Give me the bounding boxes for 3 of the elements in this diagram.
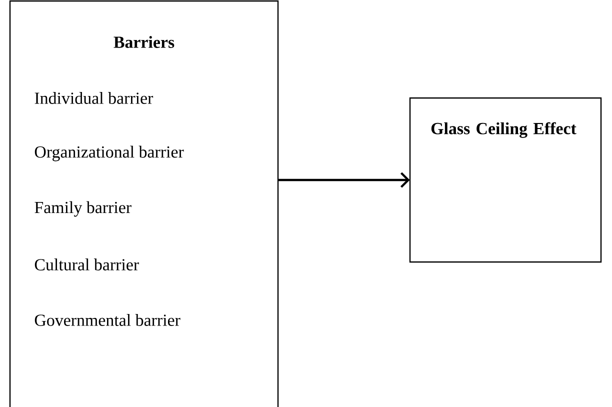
list-box: Barriers Individual barrier Organizational barrier Family barrier Cultural barrier Governmental barrier — [9, 0, 279, 407]
arrow — [278, 172, 410, 188]
process-box: Glass Ceiling Effect — [409, 97, 602, 263]
